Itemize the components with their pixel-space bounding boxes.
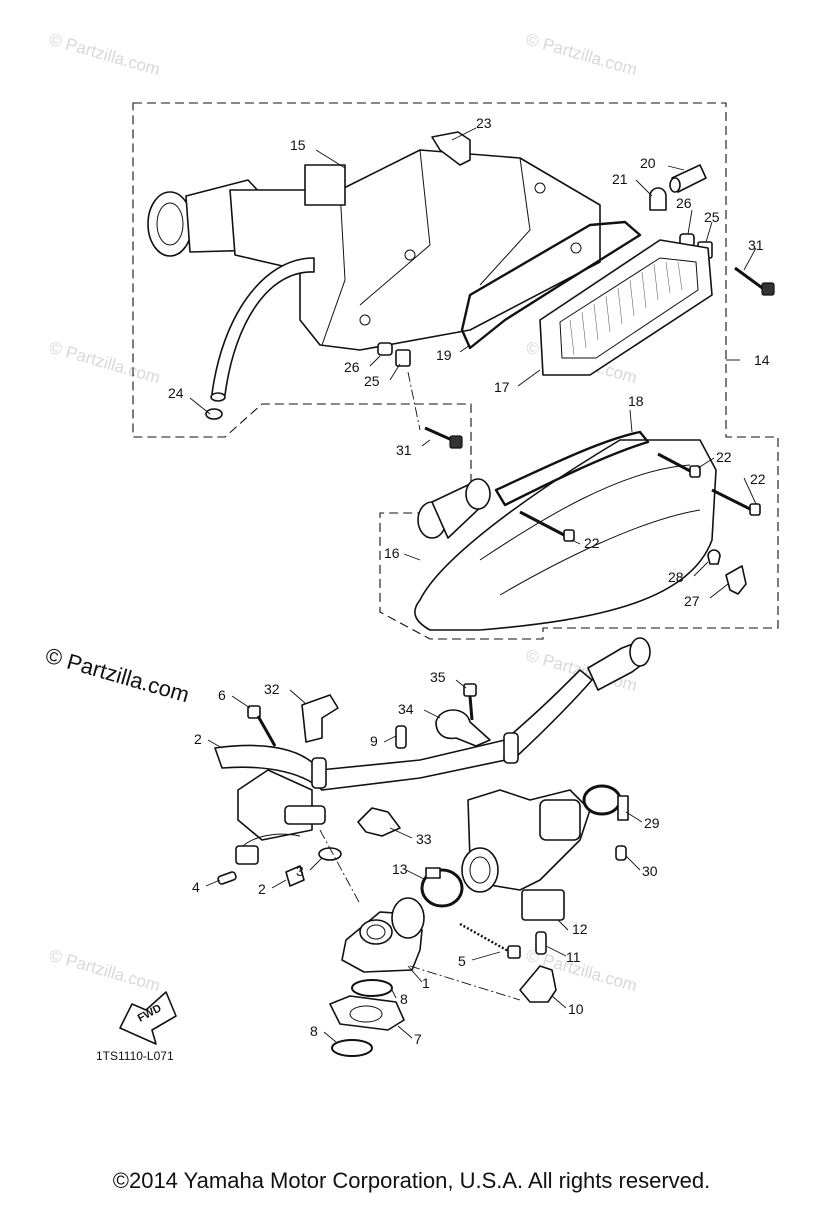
svg-text:© Partzilla.com: © Partzilla.com — [47, 338, 162, 388]
callout-30: 30 — [642, 863, 658, 879]
callout-14: 14 — [754, 352, 770, 368]
callout-9: 9 — [370, 733, 378, 749]
breather-tube-20 — [669, 164, 707, 193]
callout-7: 7 — [414, 1031, 422, 1047]
diagram-code: 1TS1110-L071 — [96, 1049, 174, 1063]
intake-joint-1 — [341, 897, 425, 973]
callout-5: 5 — [458, 953, 466, 969]
callout-6: 6 — [218, 687, 226, 703]
screw-9 — [395, 725, 407, 749]
o-ring-8-upper — [351, 979, 393, 997]
bolt-31-lower — [424, 426, 463, 449]
callout-23: 23 — [476, 115, 492, 131]
fwd-arrow-icon: FWD — [119, 991, 177, 1045]
bolt-11 — [535, 931, 547, 955]
bracket-23 — [431, 131, 471, 166]
screw-22-c — [711, 488, 761, 516]
callout-2: 2 — [258, 881, 266, 897]
callout-20: 20 — [640, 155, 656, 171]
svg-text:© Partzilla.com: © Partzilla.com — [47, 30, 162, 80]
bracket-10 — [519, 965, 557, 1003]
callout-22: 22 — [584, 535, 600, 551]
hose-30 — [615, 845, 627, 861]
callout-22: 22 — [716, 449, 732, 465]
bolt-35 — [463, 683, 477, 721]
bracket-32 — [301, 694, 339, 743]
hose-clamp-29 — [582, 784, 629, 821]
callout-27: 27 — [684, 593, 700, 609]
callout-31: 31 — [748, 237, 764, 253]
callout-25: 25 — [364, 373, 380, 389]
screw-22-b — [657, 452, 701, 478]
screw-5 — [459, 922, 521, 959]
air-cleaner-case-15 — [147, 149, 601, 402]
callout-32: 32 — [264, 681, 280, 697]
callout-12: 12 — [572, 921, 588, 937]
callout-33: 33 — [416, 831, 432, 847]
hose-clamp-13 — [420, 867, 464, 908]
callout-26: 26 — [676, 195, 692, 211]
callout-26: 26 — [344, 359, 360, 375]
assembly-14-boundary — [132, 102, 779, 640]
callout-22: 22 — [750, 471, 766, 487]
callout-21: 21 — [612, 171, 628, 187]
clamp-21 — [649, 187, 667, 211]
insulator-7 — [329, 995, 405, 1031]
callout-24: 24 — [168, 385, 184, 401]
callout-11: 11 — [566, 949, 581, 965]
o-ring-8-lower — [331, 1039, 373, 1057]
drain-cap-27 — [725, 565, 747, 595]
intake-hose-2 — [214, 637, 651, 791]
gasket-19 — [460, 220, 642, 350]
callout-34: 34 — [398, 701, 414, 717]
throttle-body-12 — [461, 789, 591, 921]
callout-28: 28 — [668, 569, 684, 585]
callout-29: 29 — [644, 815, 660, 831]
callout-8: 8 — [310, 1023, 318, 1039]
screw-22-a — [519, 510, 575, 542]
clamp-34 — [435, 709, 491, 747]
callout-18: 18 — [628, 393, 644, 409]
clip-24 — [205, 408, 223, 420]
callout-15: 15 — [290, 137, 306, 153]
callout-35: 35 — [430, 669, 446, 685]
bracket-33 — [357, 807, 401, 837]
copyright-footer: ©2014 Yamaha Motor Corporation, U.S.A. A… — [112, 1168, 711, 1193]
callout-3: 3 — [296, 863, 304, 879]
svg-text:© Partzilla.com: © Partzilla.com — [47, 946, 162, 996]
leader-lines — [189, 127, 757, 1043]
callout-31: 31 — [396, 442, 412, 458]
collar-25-lower — [395, 349, 411, 367]
callout-19: 19 — [436, 347, 452, 363]
callout-16: 16 — [384, 545, 400, 561]
callout-labels: 23 15 20 21 26 25 31 14 19 17 26 25 24 3… — [168, 115, 770, 1047]
bolt-6 — [247, 705, 277, 747]
callout-8: 8 — [400, 991, 408, 1007]
callout-10: 10 — [568, 1001, 584, 1017]
bolt-31-upper — [734, 266, 775, 296]
callout-25: 25 — [704, 209, 720, 225]
sensor-assembly — [235, 769, 326, 865]
callout-17: 17 — [494, 379, 510, 395]
callout-13: 13 — [392, 861, 408, 877]
cover-gasket-18 — [494, 430, 650, 507]
callout-2: 2 — [194, 731, 202, 747]
grommet-26-lower — [377, 342, 393, 356]
callout-1: 1 — [422, 975, 430, 991]
pin-4 — [217, 871, 237, 885]
callout-4: 4 — [192, 879, 200, 895]
air-filter-element-17 — [539, 239, 713, 376]
o-ring-3 — [318, 847, 342, 861]
clip-2 — [285, 865, 305, 887]
svg-text:© Partzilla.com: © Partzilla.com — [524, 30, 639, 80]
clip-28 — [707, 549, 721, 565]
